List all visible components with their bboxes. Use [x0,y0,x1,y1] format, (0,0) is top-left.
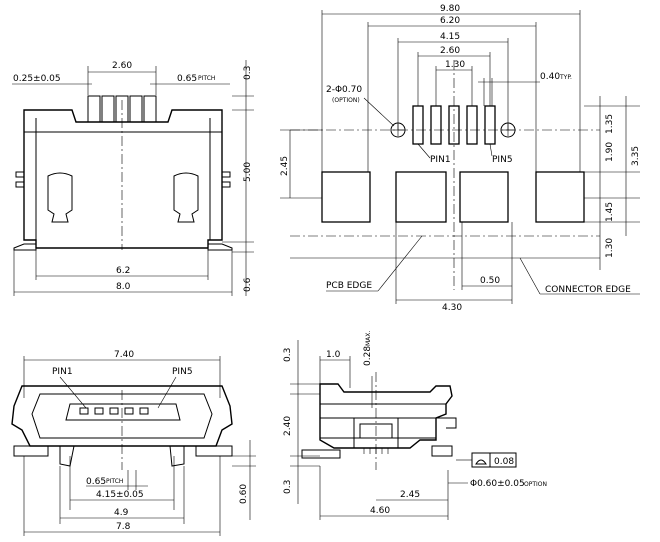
mating-height: 0.60 [239,484,249,504]
side-d245: 2.45 [400,490,420,500]
dim-h245: 2.45 [280,156,290,176]
dim-signal-pitch: 1.30 [445,60,465,70]
mating-pitch-word: PITCH [106,478,123,485]
side-max-word: MAX. [365,331,372,346]
mating-foot: 4.9 [114,508,129,518]
side-body-outline [319,383,453,449]
dim-pitch-value: 0.65 [177,74,197,84]
side-view: 0.3 2.40 0.3 1.0 0.28 MAX. [283,331,547,520]
side-hole: Φ0.60±0.05 [470,479,525,489]
dim-bottom-430: 4.30 [442,303,462,313]
mating-span: 4.15±0.05 [96,490,144,500]
dim-h145: 1.45 [605,202,615,222]
mating-overall: 7.8 [116,522,131,532]
dim-h130: 1.30 [605,238,615,258]
connector-edge-label: CONNECTOR EDGE [545,285,631,295]
side-d460: 4.60 [370,506,390,516]
side-lead: 1.0 [326,350,341,360]
dim-mid-pads: 4.15 [440,32,460,42]
dim-overall-width: 8.0 [116,282,131,292]
hole-option: (OPTION) [332,97,360,104]
front-body-outline [23,109,223,249]
dim-bottom-050: 0.50 [480,276,500,286]
hole-note: 2-Φ0.70 [326,85,362,95]
dim-slot-width: 0.40 [540,72,560,82]
dim-outer-pads: 6.20 [440,16,460,26]
dim-h190: 1.90 [605,142,615,162]
flatness-frame [471,452,517,468]
mating-width: 7.40 [114,350,134,360]
dim-h135: 1.35 [605,114,615,134]
dim-pin-width: 0.25±0.05 [13,74,61,84]
side-hole-word: OPTION [524,481,547,488]
dim-pin-top: 0.3 [243,66,253,80]
mating-pitch-value: 0.65 [86,477,106,487]
mating-pin1: PIN1 [52,367,73,377]
dim-body-height: 5.00 [243,162,253,182]
dim-h335: 3.35 [631,146,641,166]
pcb-pin1: PIN1 [430,155,451,165]
front-view: 2.60 0.25±0.05 0.65 PITCH [12,60,254,296]
mating-view: 7.40 PIN1 PIN5 0.65 PITCH 4.15± [11,350,256,536]
mounting-pads [321,171,585,223]
side-top-h: 0.3 [283,348,293,362]
pcb-edge-label: PCB EDGE [326,281,372,291]
pcb-pin5: PIN5 [492,155,513,165]
mating-pin5: PIN5 [172,367,193,377]
side-body-h: 2.40 [283,416,293,436]
dim-pin-span: 2.60 [112,61,132,71]
dim-bottom: 0.6 [243,277,253,292]
pcb-layout: 9.80 6.20 4.15 2.60 1.30 0.40 TYP. [280,4,641,313]
side-flatness: 0.08 [494,457,514,467]
side-bottom-h: 0.3 [283,480,293,494]
mating-contacts [79,407,149,415]
dim-inner-width: 6.2 [116,266,130,276]
dim-signal-span: 2.60 [440,46,460,56]
side-max-value: 0.28 [363,346,373,366]
dim-slot-suffix: TYP. [559,74,572,81]
dim-overall: 9.80 [440,4,460,14]
dim-pitch-word: PITCH [198,75,215,82]
